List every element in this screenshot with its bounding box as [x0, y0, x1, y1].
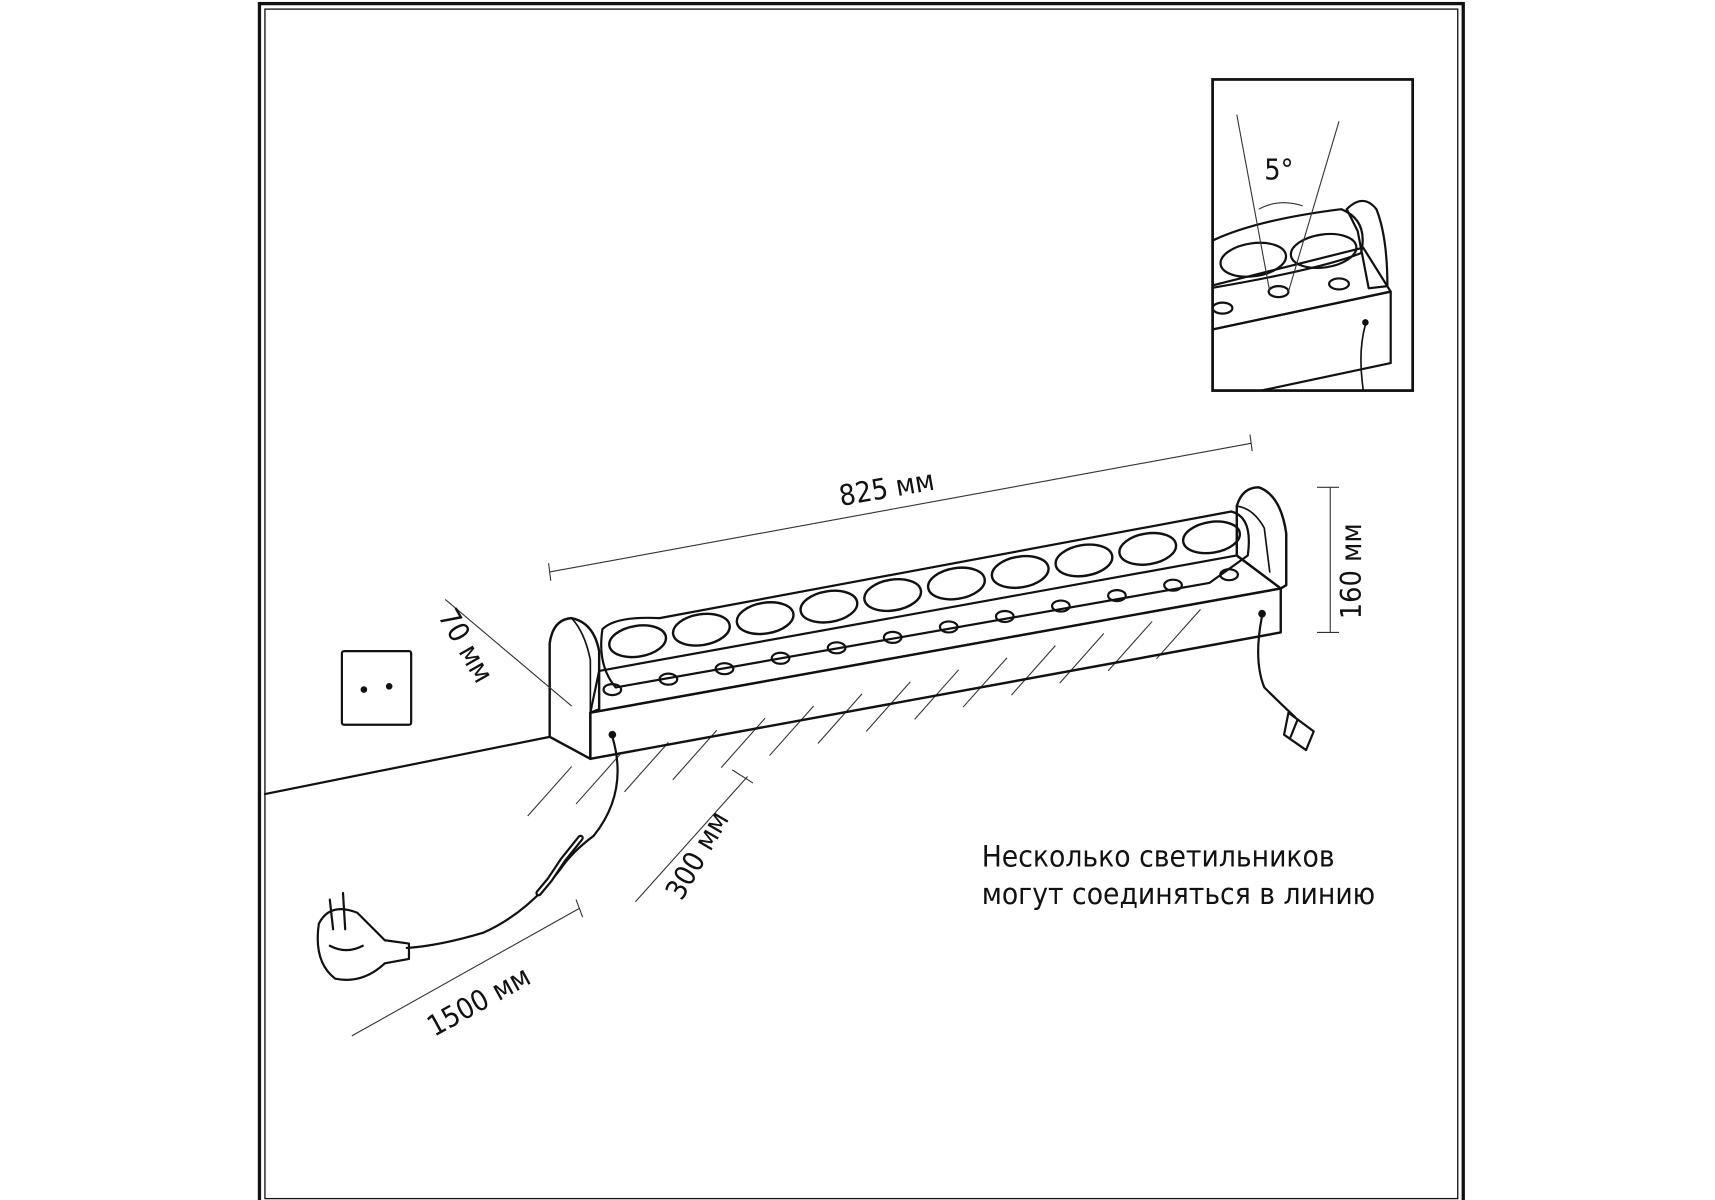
hatch-line — [1010, 645, 1056, 696]
beam-angle-inset: 5° — [1211, 78, 1415, 392]
right-cable — [1257, 614, 1297, 719]
led-hole — [770, 651, 791, 665]
lens — [926, 566, 986, 601]
lens — [735, 601, 795, 636]
hatch-line — [624, 742, 669, 793]
floor-hatching — [527, 608, 1201, 817]
power-plug-icon — [316, 891, 411, 981]
right-cable-gland — [1258, 609, 1266, 618]
inline-connector — [535, 834, 584, 897]
lens — [863, 577, 923, 613]
hatch-line — [672, 729, 718, 781]
led-hole — [882, 630, 903, 644]
led-hole — [938, 620, 959, 634]
led-hole — [714, 662, 735, 676]
dimension-825: 825 мм — [548, 434, 1253, 581]
right-connector — [1282, 711, 1315, 752]
hatch-line — [865, 681, 911, 732]
spacing-label: 300 мм — [658, 805, 735, 905]
led-hole — [1107, 589, 1127, 603]
led-hole — [602, 683, 623, 697]
lens — [990, 554, 1050, 590]
dimension-1500: 1500 мм — [351, 899, 584, 1043]
note-line-2: могут соединяться в линию — [982, 876, 1375, 911]
wall-socket — [340, 650, 413, 726]
hatch-line — [817, 693, 863, 744]
hatch-line — [769, 705, 814, 756]
led-hole — [826, 641, 847, 655]
led-hole — [1163, 578, 1183, 592]
lens — [1181, 520, 1242, 555]
hatch-line — [720, 717, 766, 769]
hatch-line — [575, 754, 621, 805]
lens — [608, 624, 668, 659]
length-label: 825 мм — [836, 463, 936, 513]
height-label: 160 мм — [1334, 523, 1368, 619]
led-hole — [1219, 568, 1239, 582]
dimension-160: 160 мм — [1317, 486, 1368, 633]
lens — [671, 612, 731, 647]
light-fixture — [548, 486, 1288, 761]
beam-angle-label: 5° — [1264, 152, 1293, 186]
cable-length-label: 1500 мм — [421, 959, 536, 1043]
left-cable — [405, 735, 619, 950]
led-hole — [658, 672, 679, 686]
led-hole — [994, 609, 1015, 624]
depth-label: 70 мм — [431, 602, 500, 688]
hatch-line — [962, 657, 1008, 708]
wall-floor-line — [263, 735, 551, 796]
led-hole — [1050, 599, 1071, 613]
inner-frame — [264, 8, 1459, 1200]
note-line-1: Несколько светильников — [982, 839, 1335, 874]
hatch-line — [527, 766, 573, 817]
left-cable-gland — [608, 730, 617, 739]
hatch-line — [1156, 608, 1201, 660]
outer-frame — [257, 1, 1465, 1200]
dimension-300: 300 мм — [635, 769, 754, 905]
hatch-line — [1059, 633, 1105, 684]
lens — [1054, 543, 1114, 578]
lens — [1118, 531, 1178, 566]
lens — [799, 589, 859, 624]
